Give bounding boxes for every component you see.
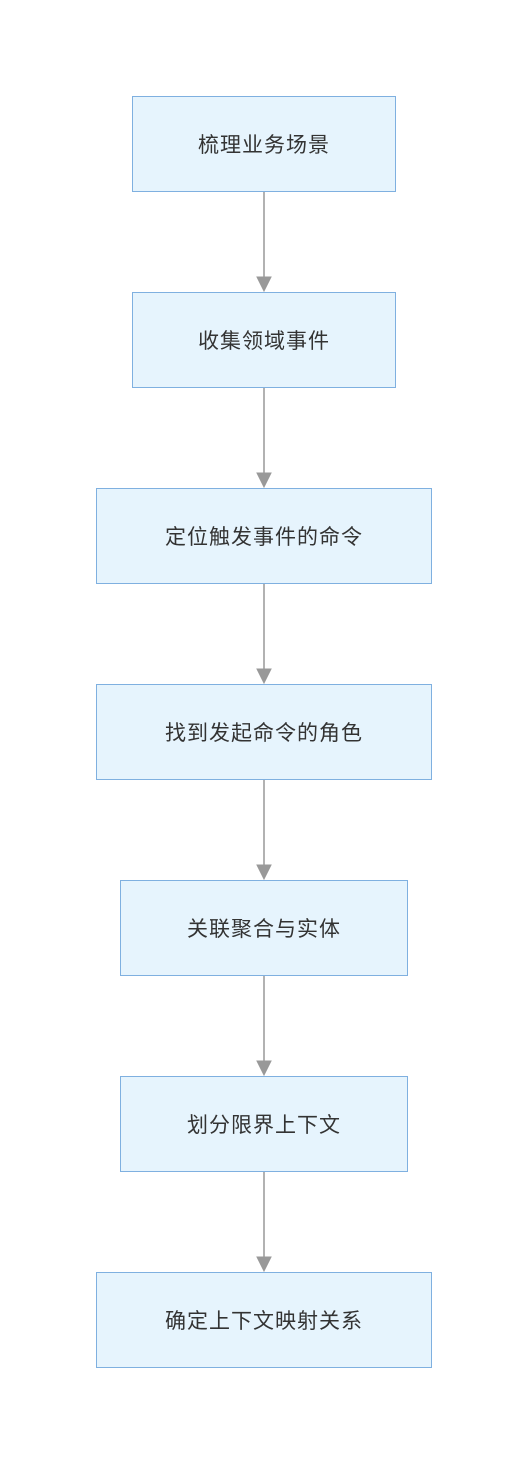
node-label: 梳理业务场景	[198, 133, 330, 157]
process-node-collect-domain-events[interactable]: 收集领域事件	[132, 292, 396, 388]
process-node-context-mapping[interactable]: 确定上下文映射关系	[96, 1272, 432, 1368]
node-label: 找到发起命令的角色	[165, 721, 363, 745]
arrow-icon	[256, 1060, 272, 1077]
edge-0-1	[256, 192, 272, 293]
node-label: 确定上下文映射关系	[165, 1309, 363, 1333]
edge-1-2	[256, 388, 272, 489]
arrow-icon	[256, 472, 272, 489]
process-node-associate-aggregates[interactable]: 关联聚合与实体	[120, 880, 408, 976]
node-label: 定位触发事件的命令	[165, 525, 363, 549]
process-node-locate-commands[interactable]: 定位触发事件的命令	[96, 488, 432, 584]
arrow-icon	[256, 864, 272, 881]
edge-3-4	[256, 780, 272, 881]
process-node-divide-bounded-contexts[interactable]: 划分限界上下文	[120, 1076, 408, 1172]
edge-5-6	[256, 1172, 272, 1273]
edge-4-5	[256, 976, 272, 1077]
node-label: 关联聚合与实体	[187, 917, 341, 941]
node-label: 划分限界上下文	[187, 1113, 341, 1137]
process-node-sort-business-scenarios[interactable]: 梳理业务场景	[132, 96, 396, 192]
process-node-find-actors[interactable]: 找到发起命令的角色	[96, 684, 432, 780]
edge-2-3	[256, 584, 272, 685]
arrow-icon	[256, 276, 272, 293]
arrow-icon	[256, 668, 272, 685]
arrow-icon	[256, 1256, 272, 1273]
node-label: 收集领域事件	[198, 329, 330, 353]
